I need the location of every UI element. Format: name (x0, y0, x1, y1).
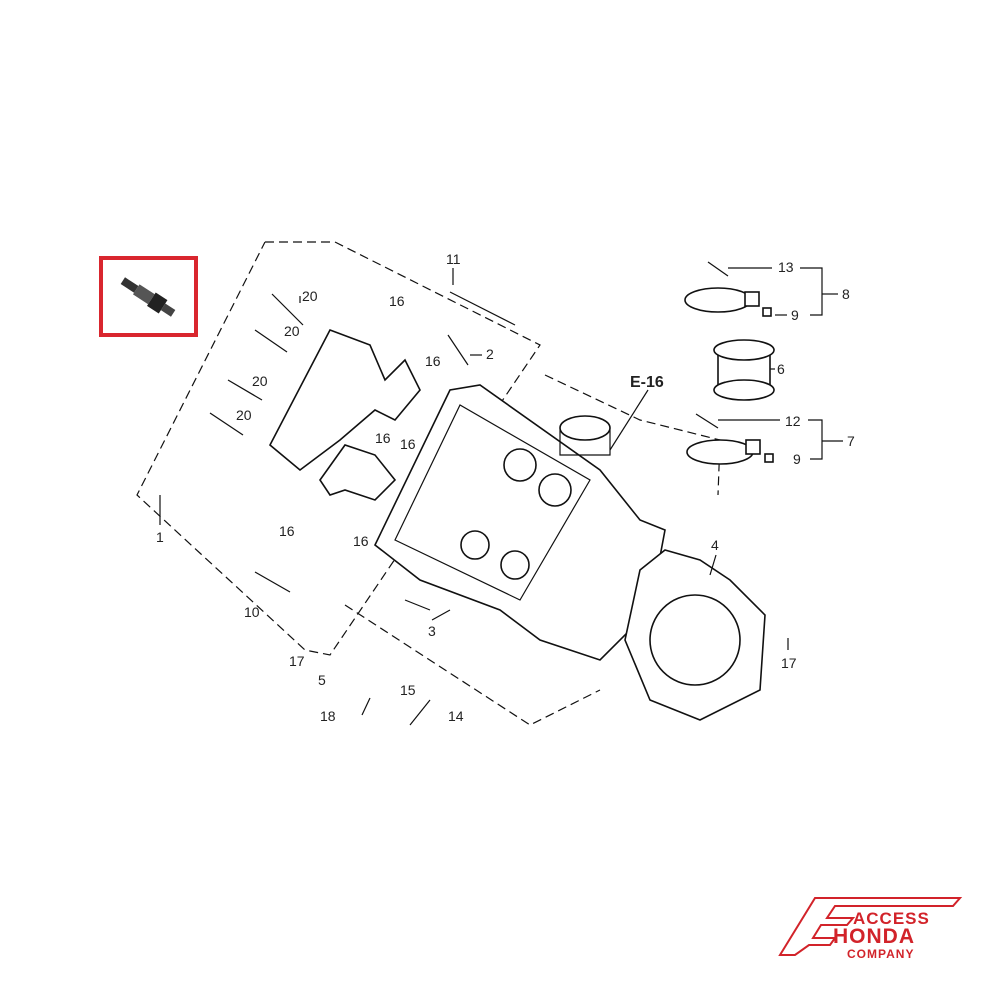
leader-lines (299, 267, 843, 650)
callout-1[interactable]: 1 (156, 529, 164, 545)
camshaft-holder (268, 329, 421, 501)
spark-plug-icon (120, 277, 176, 317)
logo-line-honda: HONDA (833, 925, 915, 948)
callout-3[interactable]: 3 (428, 623, 436, 639)
callout-7[interactable]: 7 (847, 433, 855, 449)
insulator-bands (684, 261, 775, 465)
bolts (209, 291, 516, 726)
assembly-outline-main (344, 604, 601, 726)
callout-6[interactable]: 6 (777, 361, 785, 377)
callout-9[interactable]: 9 (791, 307, 799, 323)
logo-line-company: COMPANY (847, 947, 915, 961)
assembly-outline-e16 (544, 374, 721, 496)
logo-line-access: ACCESS (853, 909, 930, 928)
callout-9[interactable]: 9 (793, 451, 801, 467)
callout-20[interactable]: 20 (284, 323, 300, 339)
callout-17[interactable]: 17 (781, 655, 797, 671)
cylinder-head (373, 384, 666, 661)
callout-20[interactable]: 20 (252, 373, 268, 389)
callout-20[interactable]: 20 (236, 407, 252, 423)
callout-16[interactable]: 16 (389, 293, 405, 309)
cylinder-head-gasket (624, 549, 766, 721)
callout-16[interactable]: 16 (425, 353, 441, 369)
callout-12[interactable]: 12 (785, 413, 801, 429)
callout-2[interactable]: 2 (486, 346, 494, 362)
callout-5[interactable]: 5 (318, 672, 326, 688)
callout-13[interactable]: 13 (778, 259, 794, 275)
callout-15[interactable]: 15 (400, 682, 416, 698)
callout-16[interactable]: 16 (400, 436, 416, 452)
logo-wing-icon (778, 897, 963, 956)
callout-16[interactable]: 16 (279, 523, 295, 539)
spark-plug-highlight-box[interactable] (99, 256, 198, 337)
callout-11[interactable]: 11 (446, 251, 461, 267)
access-honda-logo: ACCESS HONDA COMPANY (775, 893, 965, 963)
callout-17[interactable]: 17 (289, 653, 305, 669)
callout-16[interactable]: 16 (375, 430, 391, 446)
callout-4[interactable]: 4 (711, 537, 719, 553)
callout-16[interactable]: 16 (353, 533, 369, 549)
callout-14[interactable]: 14 (448, 708, 464, 724)
reference-label-e16[interactable]: E-16 (630, 374, 664, 391)
assembly-outline-1 (136, 241, 541, 656)
callout-10[interactable]: 10 (244, 604, 260, 620)
callout-8[interactable]: 8 (842, 286, 850, 302)
callout-20[interactable]: 20 (302, 288, 318, 304)
callout-18[interactable]: 18 (320, 708, 336, 724)
